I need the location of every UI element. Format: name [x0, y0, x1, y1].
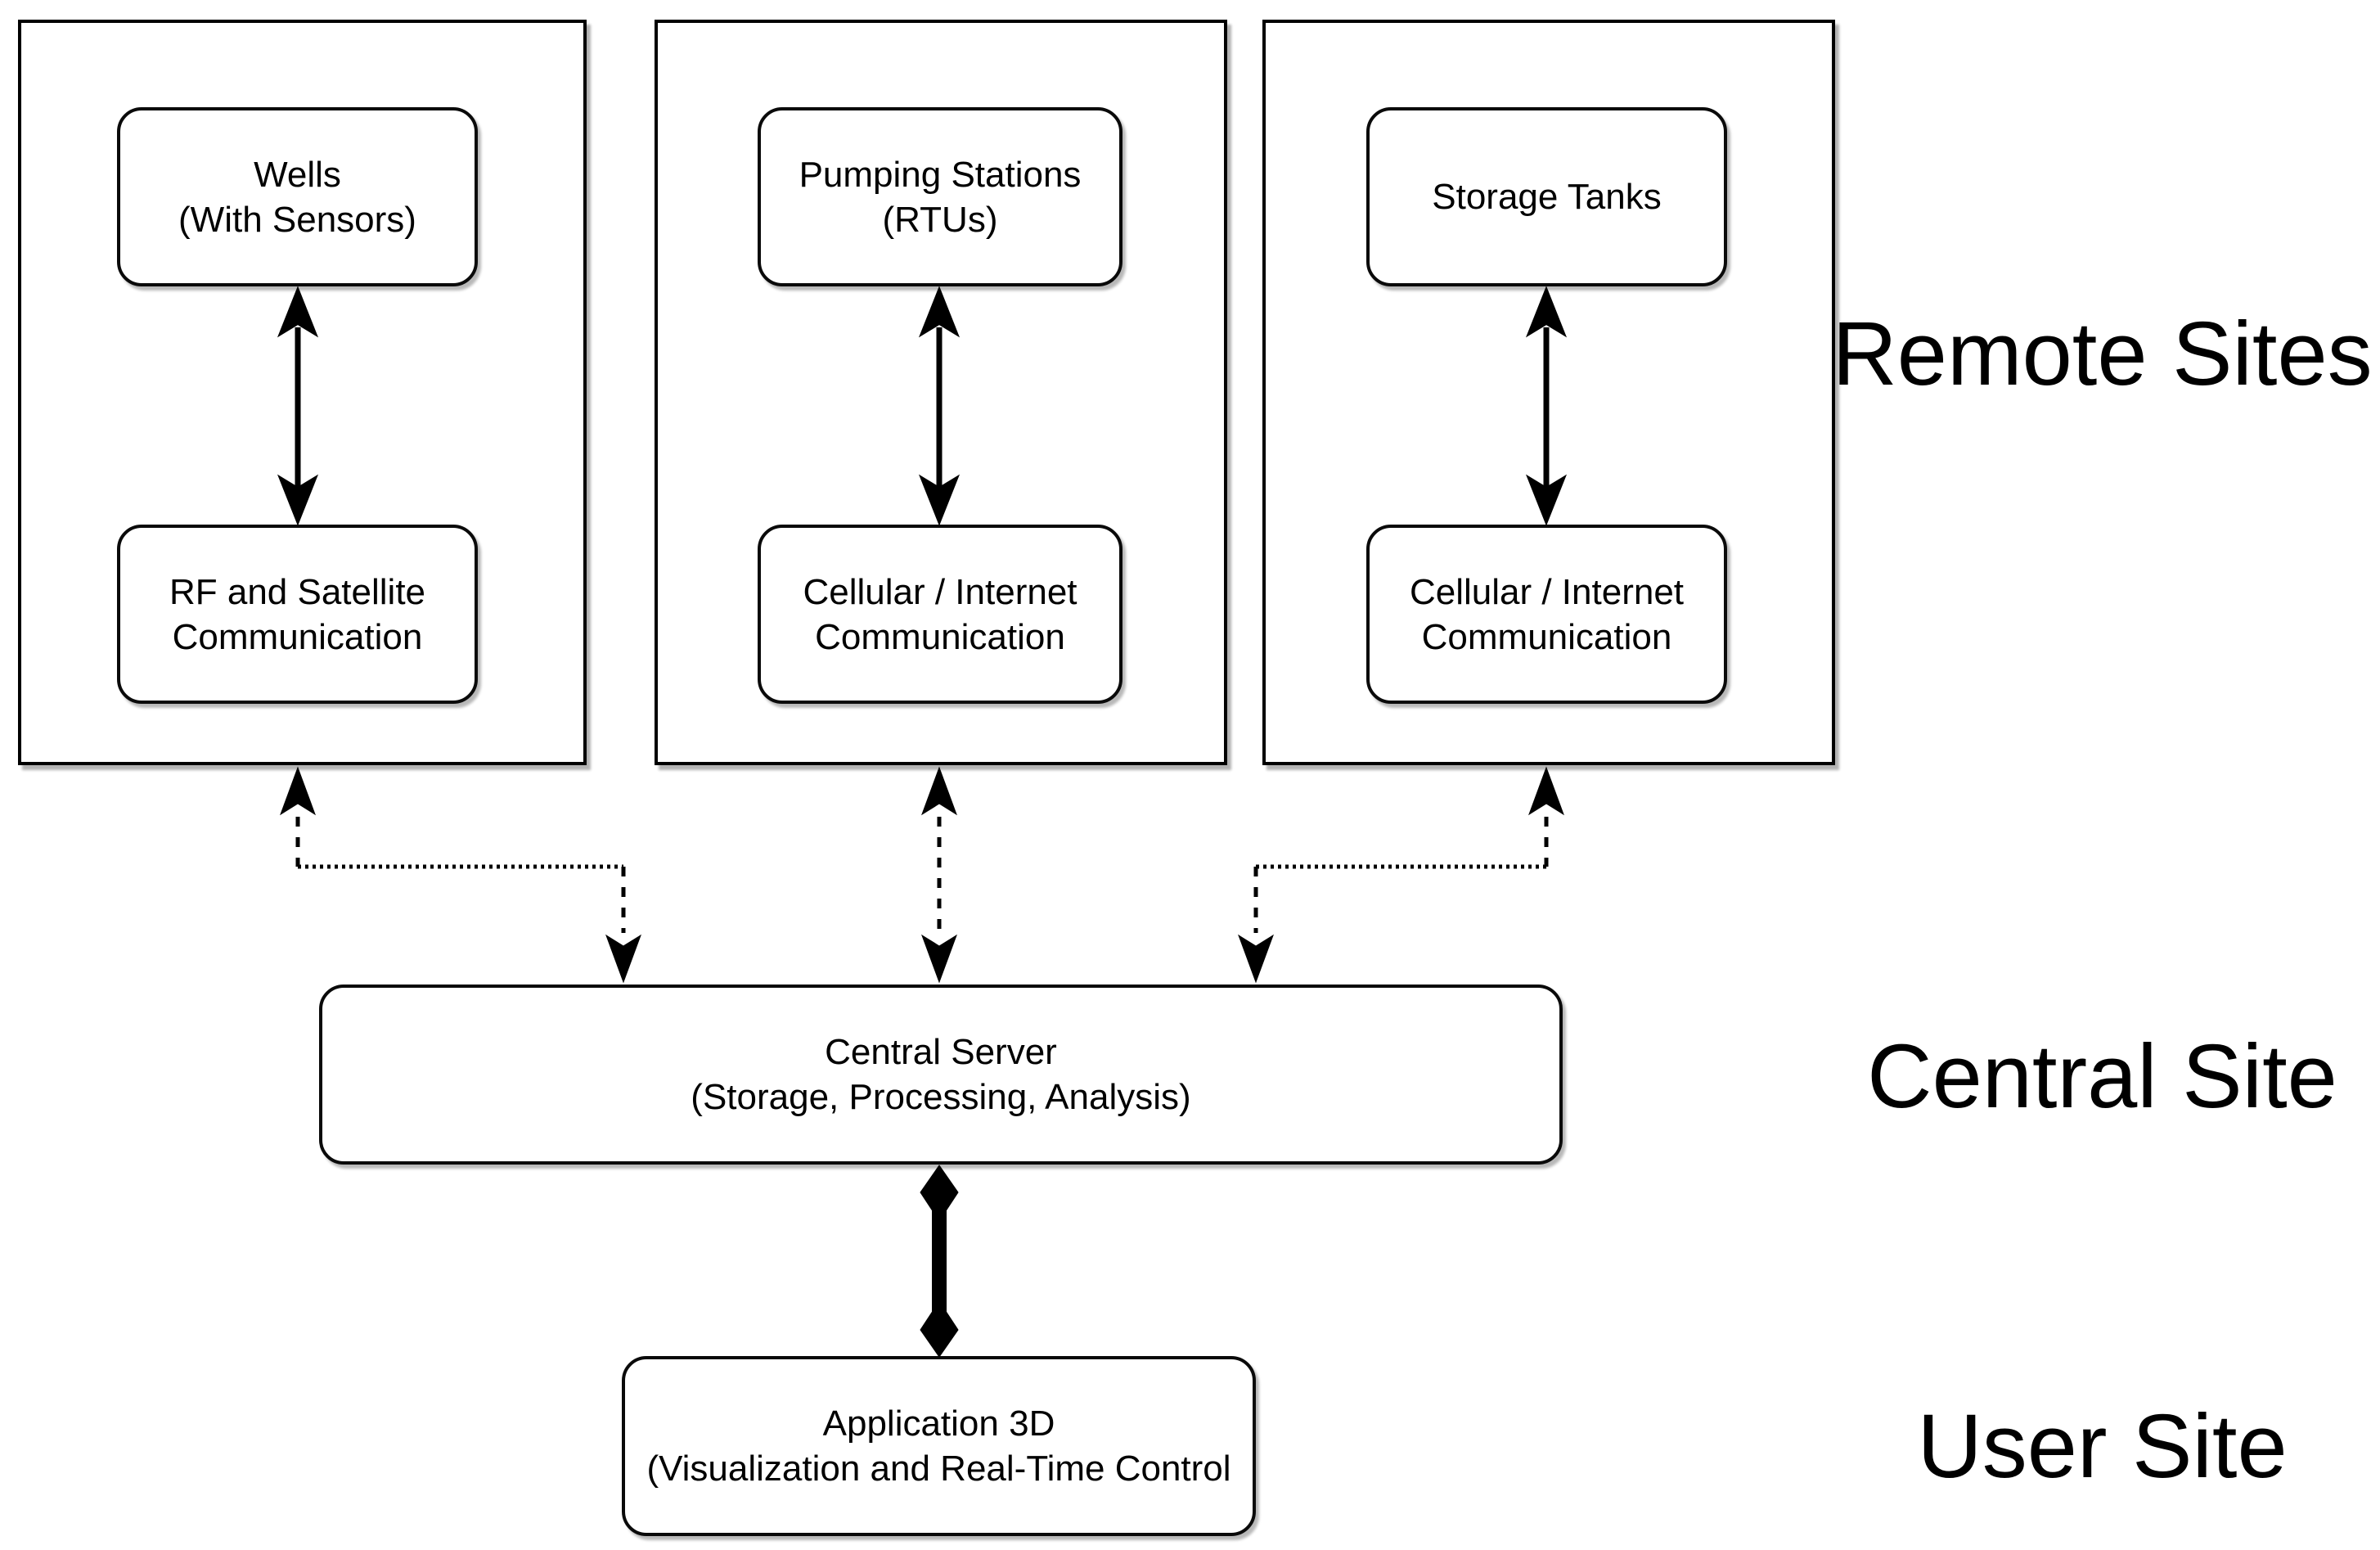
box-label-line: Cellular / Internet	[803, 571, 1078, 612]
box-label-line: (With Sensors)	[178, 199, 416, 240]
box-label-line: Communication	[172, 616, 423, 657]
box-application-3d: Application 3D (Visualization and Real-T…	[622, 1356, 1256, 1536]
label-user-site: User Site	[1917, 1396, 2288, 1497]
box-storage-tanks: Storage Tanks	[1366, 107, 1727, 286]
box-rf-satellite-communication: RF and Satellite Communication	[117, 525, 478, 704]
label-remote-sites: Remote Sites	[1832, 304, 2373, 404]
box-pumping-stations: Pumping Stations (RTUs)	[758, 107, 1123, 286]
dashed-connector-site3-server	[1238, 766, 1564, 984]
dashed-connector-site1-server	[280, 766, 641, 984]
box-label-line: Cellular / Internet	[1409, 571, 1685, 612]
box-label-line: (RTUs)	[882, 199, 998, 240]
box-cellular-internet-communication-1: Cellular / Internet Communication	[758, 525, 1123, 704]
box-label-line: Communication	[815, 616, 1065, 657]
box-label-line: Application 3D	[822, 1404, 1055, 1444]
box-label-line: Central Server	[825, 1032, 1057, 1072]
thick-double-arrow-server-application	[920, 1165, 959, 1358]
box-wells: Wells (With Sensors)	[117, 107, 478, 286]
label-central-site: Central Site	[1867, 1026, 2337, 1127]
box-cellular-internet-communication-2: Cellular / Internet Communication	[1366, 525, 1727, 704]
box-label-line: (Storage, Processing, Analysis)	[691, 1077, 1191, 1117]
box-label-line: Wells	[254, 154, 341, 195]
box-label-line: Storage Tanks	[1432, 177, 1662, 217]
box-label-line: RF and Satellite	[169, 571, 426, 612]
dashed-connector-site2-server	[921, 766, 957, 984]
box-label-line: Communication	[1421, 616, 1672, 657]
box-central-server: Central Server (Storage, Processing, Ana…	[319, 985, 1563, 1165]
box-label-line: Pumping Stations	[799, 154, 1082, 195]
box-label-line: (Visualization and Real-Time Control	[646, 1449, 1231, 1489]
